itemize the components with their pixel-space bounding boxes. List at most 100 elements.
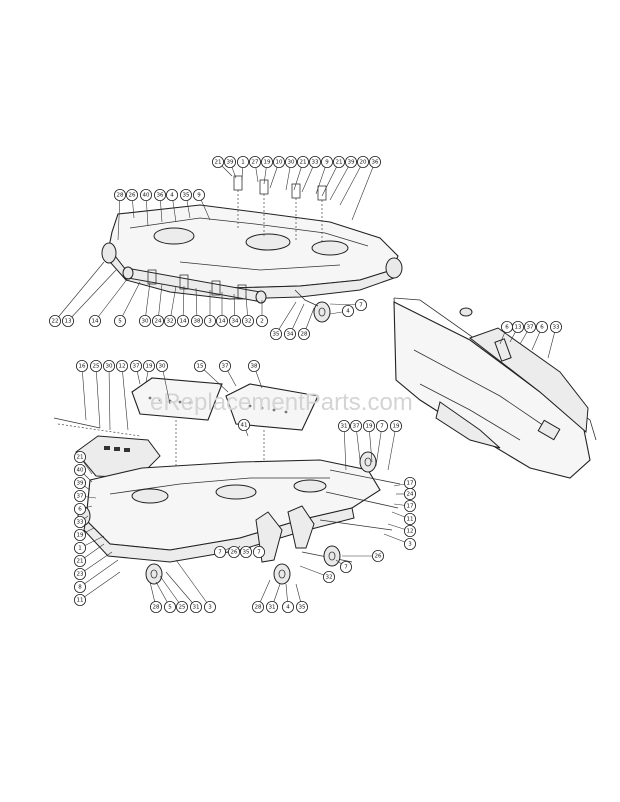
part-callout: 38 (247, 359, 260, 372)
part-callout: 37 (218, 359, 231, 372)
callout-circle (272, 155, 285, 168)
callout-circle (512, 320, 525, 333)
callout-number: 4 (286, 604, 290, 610)
callout-circle (213, 546, 226, 559)
part-callout: 36 (368, 155, 381, 168)
callout-leader (121, 365, 129, 431)
callout-number: 28 (117, 192, 124, 198)
callout-circle (389, 419, 402, 432)
callout-number: 7 (344, 564, 348, 570)
callout-leader (159, 575, 183, 608)
callout-circle (203, 601, 216, 614)
callout-circle (138, 314, 151, 327)
callout-circle (283, 327, 296, 340)
callout-circle (550, 320, 563, 333)
callout-circle (265, 601, 278, 614)
callout-circle (74, 581, 87, 594)
callout-number: 32 (326, 574, 333, 580)
callout-number: 35 (183, 192, 190, 198)
callout-leader (339, 161, 364, 206)
callout-circle (74, 555, 87, 568)
callout-circle (76, 359, 89, 372)
part-callout: 28 (114, 188, 127, 201)
part-callout: 21 (74, 555, 87, 568)
callout-circle (251, 601, 264, 614)
callout-circle (269, 327, 282, 340)
callout-number: 3 (208, 604, 212, 610)
callout-circle (218, 359, 231, 372)
callout-circle (62, 314, 75, 327)
part-callout: 12 (403, 525, 416, 538)
callout-number: 39 (348, 159, 355, 165)
callout-circle (74, 529, 87, 542)
callout-number: 31 (269, 604, 276, 610)
callout-number: 28 (301, 331, 308, 337)
callout-circle (74, 594, 87, 607)
part-callout: 3 (203, 601, 216, 614)
part-callout: 28 (297, 327, 310, 340)
callout-leader (368, 425, 373, 463)
callout-circle (116, 359, 129, 372)
part-callout: 39 (344, 155, 357, 168)
callout-number: 19 (264, 159, 271, 165)
callout-circle (228, 314, 241, 327)
callout-circle (227, 546, 240, 559)
part-callout: 33 (74, 516, 87, 529)
callout-circle (90, 359, 103, 372)
callout-circle (247, 359, 260, 372)
callout-number: 40 (143, 192, 150, 198)
callout-number: 7 (380, 423, 384, 429)
watermark: eReplacementParts.com (150, 389, 413, 416)
callout-number: 3 (208, 318, 212, 324)
callout-circle (190, 314, 203, 327)
part-callout: 32 (163, 314, 176, 327)
part-callout: 41 (237, 418, 250, 431)
part-callout: 10 (272, 155, 285, 168)
callout-number: 19 (366, 423, 373, 429)
part-callout: 39 (74, 476, 87, 489)
callout-number: 38 (194, 318, 201, 324)
callout-circle (74, 463, 87, 476)
callout-number: 37 (222, 363, 229, 369)
callout-circle (368, 155, 381, 168)
callout-circle (322, 571, 335, 584)
callout-number: 19 (146, 363, 153, 369)
callout-leader (94, 277, 129, 322)
callout-number: 31 (341, 423, 348, 429)
callout-number: 8 (78, 584, 82, 590)
callout-circle (203, 314, 216, 327)
callout-number: 36 (157, 192, 164, 198)
part-callout: 1 (236, 155, 249, 168)
part-callout: 16 (76, 359, 89, 372)
callout-circle (192, 188, 205, 201)
callout-number: 4 (346, 308, 350, 314)
part-callout: 22 (49, 314, 62, 327)
callout-number: 7 (359, 302, 363, 308)
part-callout: 20 (356, 155, 369, 168)
callout-circle (341, 304, 354, 317)
callout-circle (356, 155, 369, 168)
callout-number: 13 (65, 318, 72, 324)
part-callout: 4 (341, 304, 354, 317)
callout-number: 37 (353, 423, 360, 429)
callout-number: 12 (407, 528, 414, 534)
part-callout: 19 (142, 359, 155, 372)
part-callout: 26 (126, 188, 139, 201)
callout-circle (74, 516, 87, 529)
callout-circle (255, 314, 268, 327)
callout-number: 7 (257, 549, 261, 555)
part-callout: 3 (203, 314, 216, 327)
part-callout: 17 (403, 499, 416, 512)
part-callout: 21 (296, 155, 309, 168)
callout-circle (524, 320, 537, 333)
callout-circle (332, 155, 345, 168)
part-callout: 27 (248, 155, 261, 168)
callout-leader (175, 559, 211, 608)
callout-number: 15 (197, 363, 204, 369)
detail-view (393, 297, 597, 479)
callout-circle (248, 155, 261, 168)
part-callout: 37 (349, 419, 362, 432)
part-callout: 19 (389, 419, 402, 432)
callout-leader (343, 425, 347, 471)
part-callout: 14 (215, 314, 228, 327)
